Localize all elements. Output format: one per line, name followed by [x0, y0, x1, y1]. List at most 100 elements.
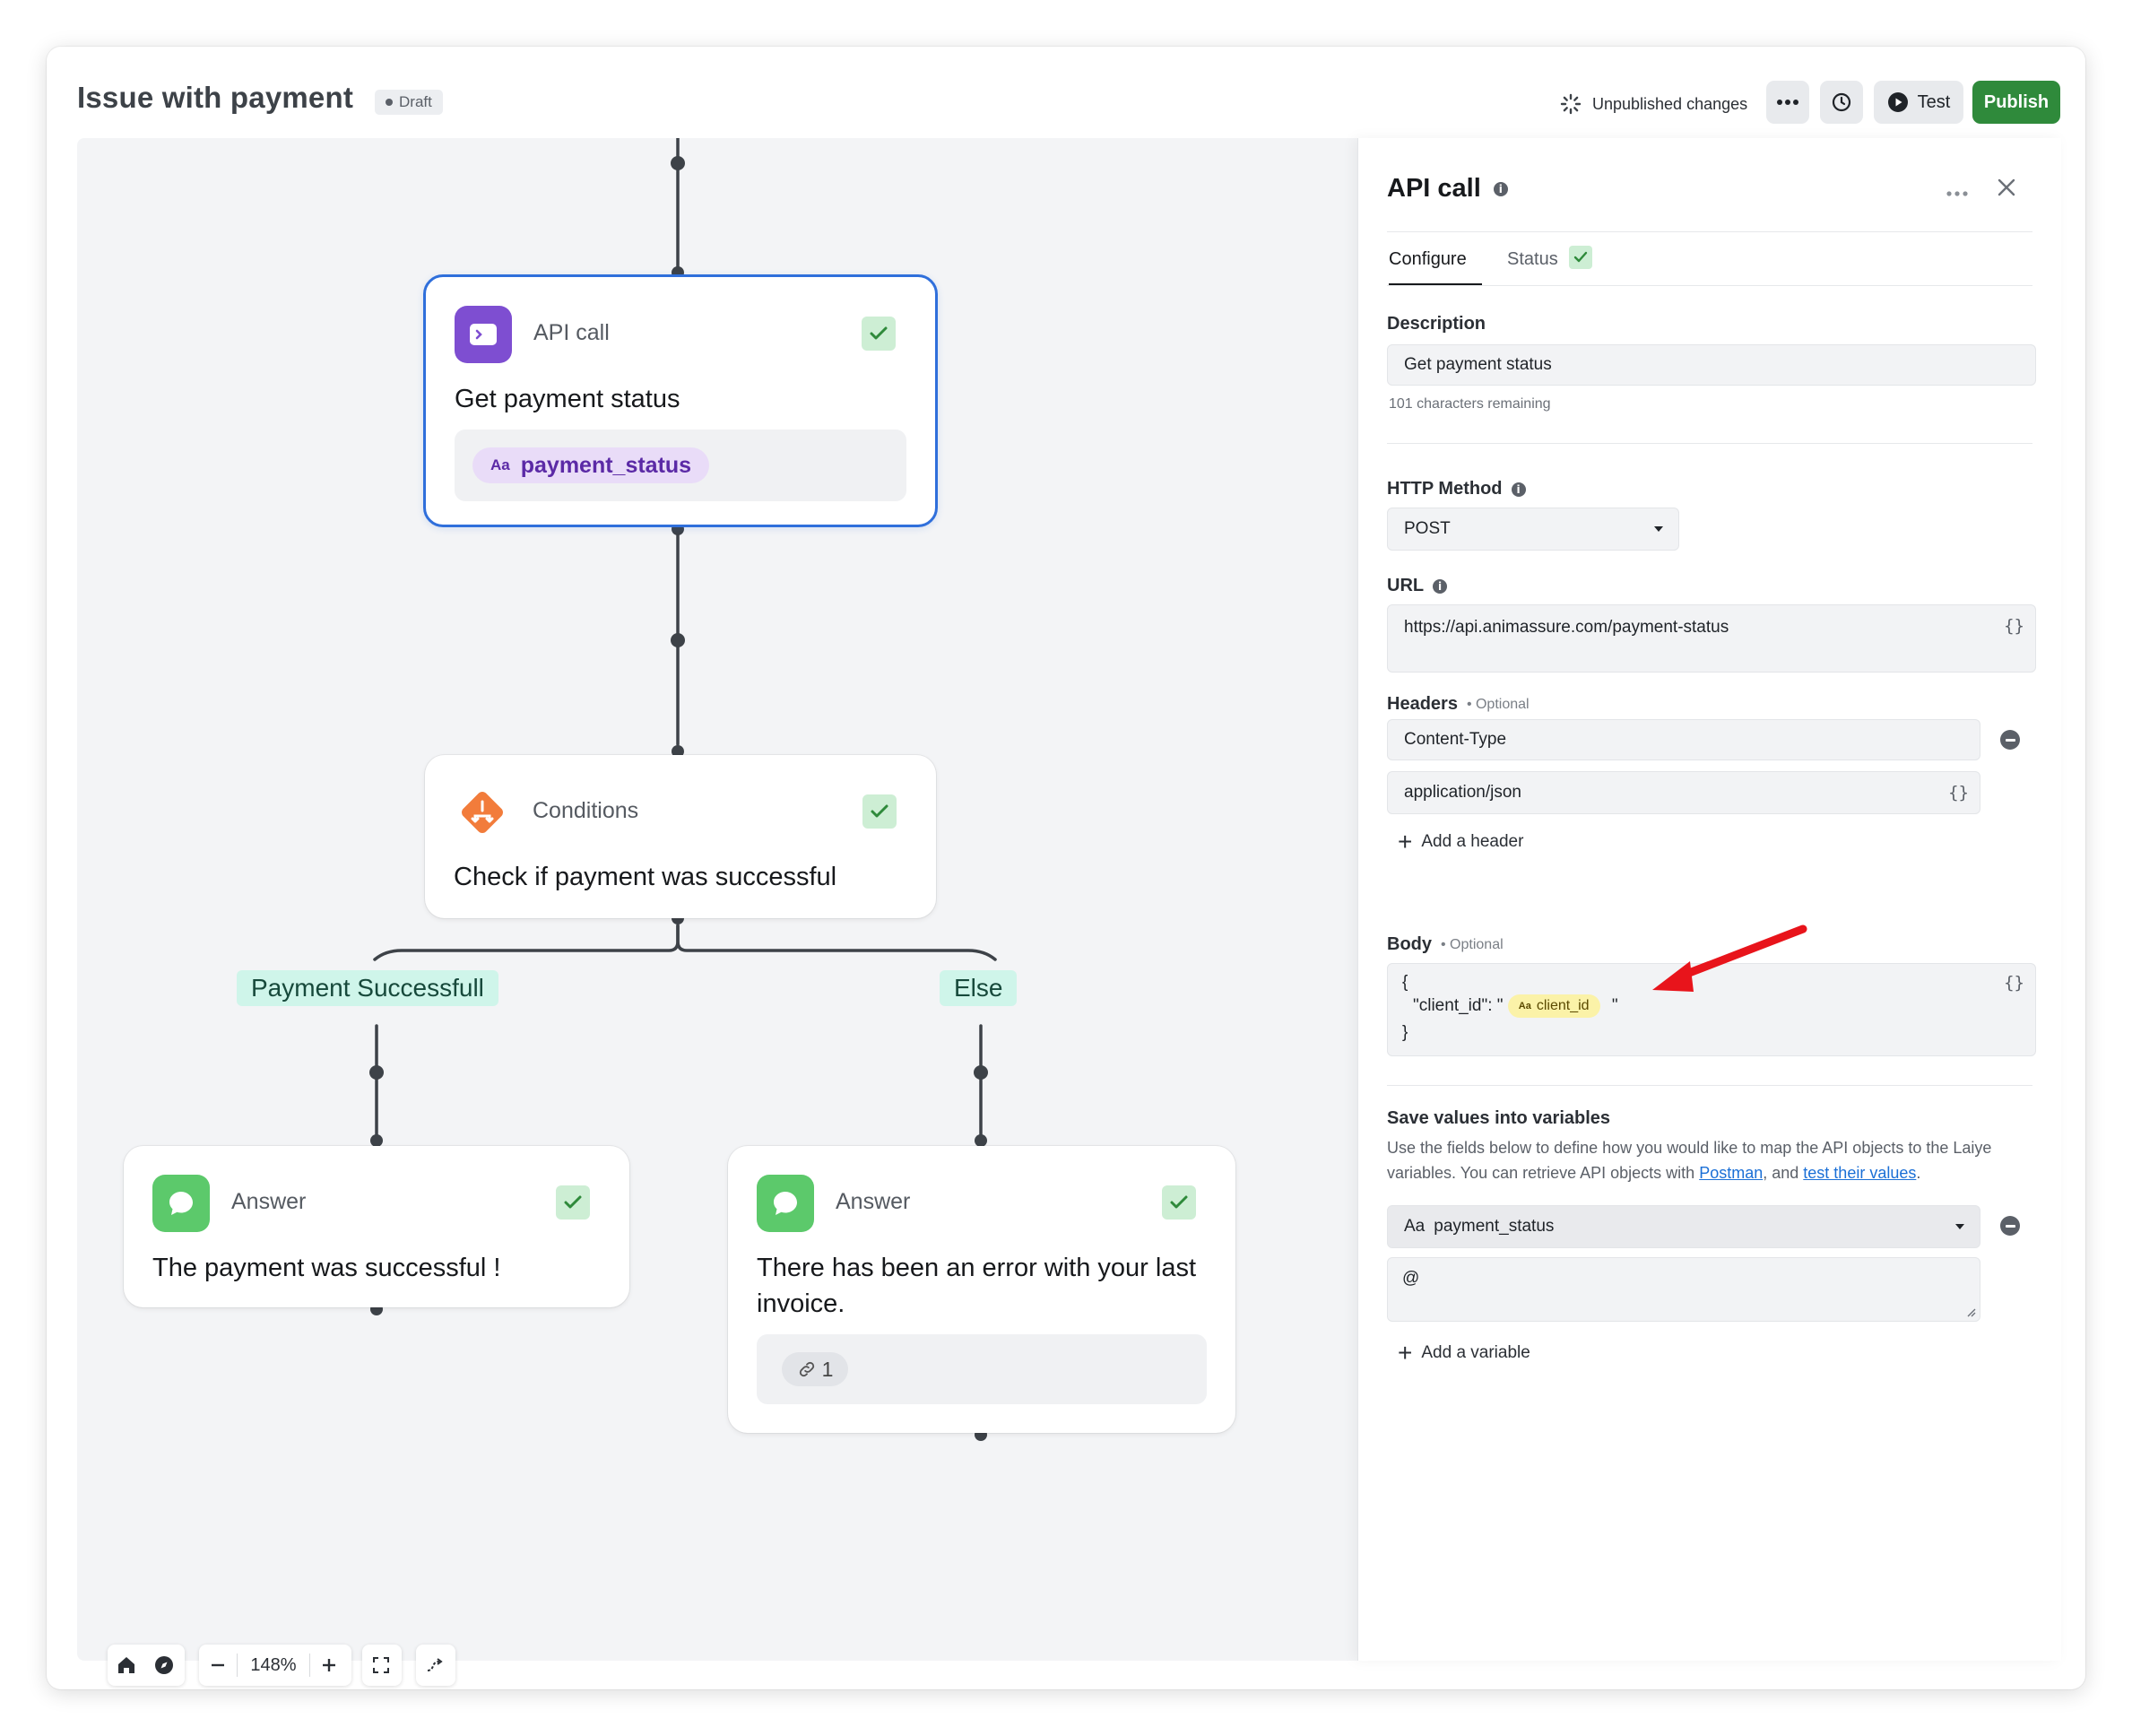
zoom-out-button[interactable]	[199, 1645, 237, 1686]
body-line-1: {	[1402, 973, 1408, 992]
more-icon	[1777, 100, 1798, 105]
auto-layout-tool[interactable]	[416, 1645, 454, 1686]
info-icon[interactable]: i	[1493, 181, 1508, 196]
description-input[interactable]: Get payment status	[1387, 344, 2036, 386]
add-variable-button[interactable]: + Add a variable	[1398, 1339, 1530, 1367]
divider	[1387, 1085, 2032, 1086]
auto-layout-button[interactable]	[416, 1645, 455, 1686]
save-values-description: Use the fields below to define how you w…	[1387, 1135, 2036, 1185]
divider	[1387, 443, 2032, 444]
draft-badge-label: Draft	[399, 93, 432, 110]
test-button[interactable]: Test	[1874, 81, 1963, 124]
variable-type-prefix: Aa	[1404, 1217, 1426, 1236]
plus-icon	[323, 1659, 335, 1671]
flow-canvas[interactable]: API call Get payment status Aa payment_s…	[77, 138, 1357, 1686]
remove-header-button[interactable]	[2000, 730, 2020, 750]
branch-diamond-icon	[462, 792, 503, 833]
node-config-panel: API call i Configure Status Description …	[1357, 138, 2061, 1661]
resize-handle-icon[interactable]	[1965, 1306, 1976, 1317]
http-method-value: POST	[1404, 519, 1451, 538]
save-values-label: Save values into variables	[1387, 1108, 1610, 1129]
tab-configure[interactable]: Configure	[1389, 249, 1467, 269]
home-button[interactable]	[108, 1645, 145, 1686]
chat-bubble-icon	[774, 1192, 797, 1215]
body-editor[interactable]: { "client_id": " Aa client_id " } {}	[1387, 963, 2036, 1056]
node-api-call[interactable]: API call Get payment status Aa payment_s…	[423, 274, 938, 527]
expand-corners-icon	[373, 1657, 389, 1673]
node-title: Get payment status	[455, 385, 680, 413]
http-method-label-text: HTTP Method	[1387, 479, 1503, 499]
http-method-select[interactable]: POST	[1387, 508, 1679, 551]
explore-button[interactable]	[145, 1645, 183, 1686]
node-answer-success[interactable]: Answer The payment was successful !	[124, 1146, 629, 1307]
insert-variable-braces-icon[interactable]: {}	[1948, 783, 1969, 803]
chat-bubble-icon	[169, 1192, 193, 1215]
insert-variable-braces-icon[interactable]: {}	[2004, 973, 2024, 993]
caret-down-icon	[1654, 526, 1663, 532]
body-optional-tag: • Optional	[1441, 936, 1504, 952]
description-value: Get payment status	[1404, 355, 1552, 374]
plus-icon: +	[1398, 1339, 1413, 1367]
status-check-icon	[1569, 246, 1592, 269]
body-line-3: }	[1402, 1023, 1408, 1042]
description-label: Description	[1387, 314, 1486, 334]
body-variable-pill[interactable]: Aa client_id	[1507, 994, 1600, 1018]
node-conditions[interactable]: Conditions Check if payment was successf…	[425, 755, 936, 918]
fit-view-button[interactable]	[362, 1645, 402, 1686]
info-icon[interactable]: i	[1433, 578, 1448, 594]
branch-label-success[interactable]: Payment Successfull	[237, 970, 498, 1006]
node-links-box: 1	[757, 1334, 1207, 1404]
info-icon[interactable]: i	[1511, 482, 1526, 497]
branch-label-else[interactable]: Else	[940, 970, 1018, 1006]
active-tab-indicator	[1389, 283, 1482, 286]
headers-label-text: Headers	[1387, 694, 1458, 714]
http-method-label: HTTP Method i	[1387, 479, 1526, 499]
body-key: "client_id": "	[1413, 996, 1504, 1016]
header-value-input[interactable]: application/json {}	[1387, 771, 1980, 814]
close-icon	[1998, 178, 2015, 196]
body-line-2: "client_id": " Aa client_id "	[1413, 994, 1618, 1018]
url-input[interactable]: https://api.animassure.com/payment-statu…	[1387, 604, 2036, 673]
node-valid-check-icon	[862, 794, 897, 829]
add-header-button[interactable]: + Add a header	[1398, 828, 1523, 855]
divider	[237, 1654, 238, 1677]
panel-title: API call	[1387, 174, 1481, 203]
variable-mapping-input[interactable]: @	[1387, 1257, 1980, 1322]
plus-icon: +	[1398, 828, 1413, 855]
link-count: 1	[821, 1357, 834, 1381]
variable-pill: Aa payment_status	[472, 447, 710, 483]
minus-icon	[212, 1663, 224, 1667]
home-icon	[118, 1657, 134, 1673]
close-panel-button[interactable]	[1997, 170, 2016, 205]
link-count-pill[interactable]: 1	[782, 1352, 848, 1386]
zoom-controls: 148%	[199, 1645, 351, 1686]
node-answer-else[interactable]: Answer There has been an error with your…	[728, 1146, 1235, 1433]
header-key-input[interactable]: Content-Type	[1387, 719, 1980, 760]
postman-link[interactable]: Postman	[1699, 1164, 1764, 1182]
publish-button[interactable]: Publish	[1972, 81, 2060, 124]
unpublished-changes-status: Unpublished changes	[1560, 90, 1747, 118]
description-char-count: 101 characters remaining	[1389, 396, 1551, 412]
header-value: application/json	[1404, 783, 1521, 802]
headers-label: Headers • Optional	[1387, 694, 1530, 715]
fit-view-tool[interactable]	[362, 1645, 400, 1686]
panel-more-button[interactable]	[1946, 178, 1968, 203]
more-icon	[1946, 191, 1968, 196]
add-variable-label: Add a variable	[1421, 1343, 1530, 1362]
more-options-button[interactable]	[1766, 81, 1809, 124]
zoom-level: 148%	[250, 1654, 297, 1675]
header-key-value: Content-Type	[1404, 730, 1507, 749]
history-button[interactable]	[1820, 81, 1863, 124]
node-title: There has been an error with your last i…	[757, 1254, 1197, 1318]
zoom-in-button[interactable]	[310, 1645, 348, 1686]
save-values-label-text: Save values into variables	[1387, 1108, 1611, 1128]
test-button-label: Test	[1917, 91, 1951, 112]
curve-arrow-icon	[427, 1658, 443, 1671]
divider	[1387, 231, 2032, 232]
tab-status[interactable]: Status	[1507, 249, 1558, 269]
insert-variable-braces-icon[interactable]: {}	[2004, 616, 2024, 636]
remove-variable-button[interactable]	[2000, 1216, 2020, 1236]
test-values-link[interactable]: test their values	[1803, 1164, 1917, 1182]
